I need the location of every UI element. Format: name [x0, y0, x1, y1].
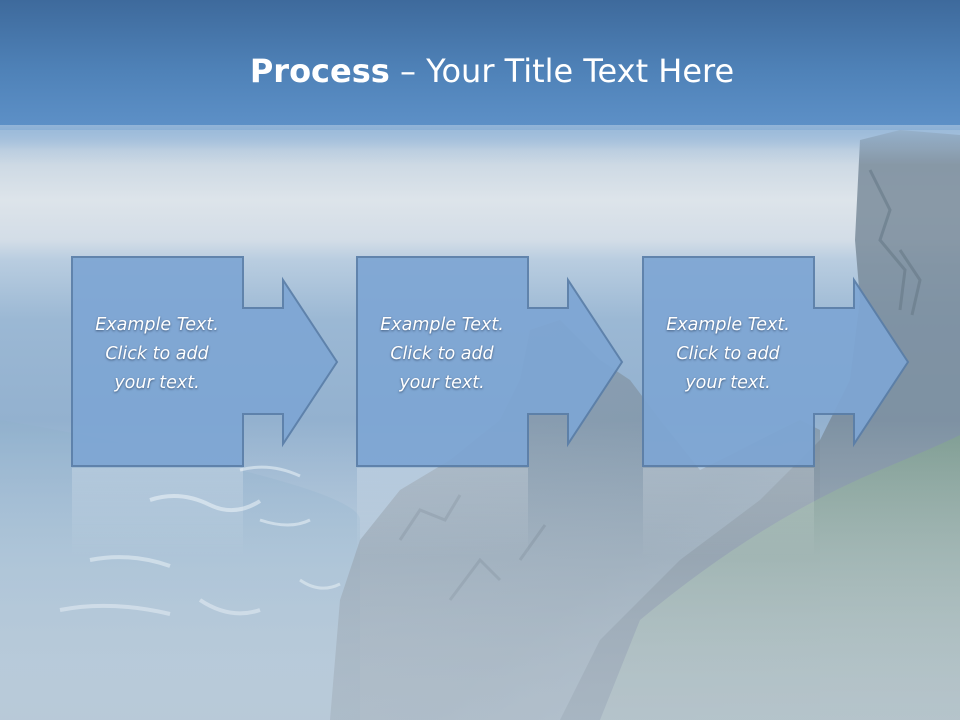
- step-text[interactable]: Example Text. Click to add your text.: [666, 315, 790, 393]
- process-step-2[interactable]: Example Text. Click to add your text.: [356, 256, 626, 468]
- step-arrow-shape: [356, 256, 624, 467]
- step-arrow-shape: [642, 256, 910, 467]
- step-text[interactable]: Example Text. Click to add your text.: [95, 315, 219, 393]
- process-step-1[interactable]: Example Text. Click to add your text.: [71, 256, 341, 468]
- slide-title: Process – Your Title Text Here: [0, 52, 960, 90]
- step-arrow-shape: [71, 256, 339, 467]
- title-band: [0, 0, 960, 130]
- title-rest: – Your Title Text Here: [389, 52, 735, 90]
- horizon-haze: [0, 125, 960, 165]
- title-bold: Process: [249, 52, 390, 90]
- process-step-3[interactable]: Example Text. Click to add your text.: [642, 256, 912, 468]
- step-text[interactable]: Example Text. Click to add your text.: [380, 315, 504, 393]
